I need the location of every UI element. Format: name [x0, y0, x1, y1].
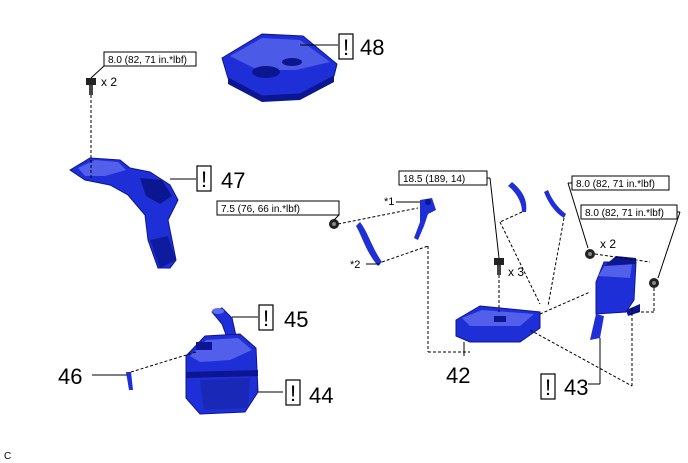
- part-42-bracket: [455, 305, 541, 343]
- qty-label-2: x 3: [508, 265, 524, 279]
- nut-icon: [585, 249, 595, 259]
- qty-label-1: x 2: [101, 75, 117, 89]
- part-44-air-cleaner: [185, 333, 259, 415]
- svg-text:!: !: [343, 35, 349, 60]
- corner-label: C: [4, 451, 11, 462]
- bolt-icon: [494, 258, 504, 275]
- svg-text:!: !: [201, 167, 207, 192]
- hose-3: [508, 182, 527, 212]
- part-number-47: 47: [221, 168, 245, 193]
- torque-label-1: 8.0 (82, 71 in.*lbf): [108, 55, 187, 66]
- part-43-ecu-block: [590, 256, 640, 340]
- nut-icon: [649, 278, 659, 288]
- part-47-air-duct: [69, 157, 179, 269]
- bolt-icon: [86, 78, 96, 95]
- torque-label-3: 18.5 (189, 14): [403, 174, 465, 185]
- torque-label-2: 7.5 (76, 66 in.*lbf): [221, 204, 300, 215]
- caution-box-44: !: [285, 379, 301, 406]
- torque-label-4: 8.0 (82, 71 in.*lbf): [576, 179, 655, 190]
- hose-1: [414, 198, 436, 240]
- hose-2: [356, 222, 382, 266]
- caution-box-45: !: [258, 304, 274, 331]
- caution-box-47: !: [196, 165, 212, 192]
- caution-box-48: !: [338, 33, 354, 60]
- note-label-1: *1: [384, 196, 394, 208]
- part-number-43: 43: [564, 375, 588, 400]
- hose-4: [544, 190, 566, 218]
- qty-label-3: x 2: [600, 237, 616, 251]
- part-number-45: 45: [284, 307, 308, 332]
- part-number-48: 48: [360, 35, 384, 60]
- svg-text:!: !: [290, 381, 296, 406]
- part-48-engine-cover: [221, 33, 338, 102]
- svg-text:!: !: [545, 375, 551, 400]
- nut-icon: [329, 219, 339, 229]
- torque-label-5: 8.0 (82, 71 in.*lbf): [585, 208, 664, 219]
- caution-box-43: !: [540, 373, 556, 400]
- part-number-46: 46: [58, 364, 82, 389]
- part-number-44: 44: [309, 383, 333, 408]
- note-label-2: *2: [350, 259, 360, 271]
- svg-text:!: !: [263, 306, 269, 331]
- part-number-42: 42: [446, 363, 470, 388]
- part-46-clamp: [126, 372, 133, 390]
